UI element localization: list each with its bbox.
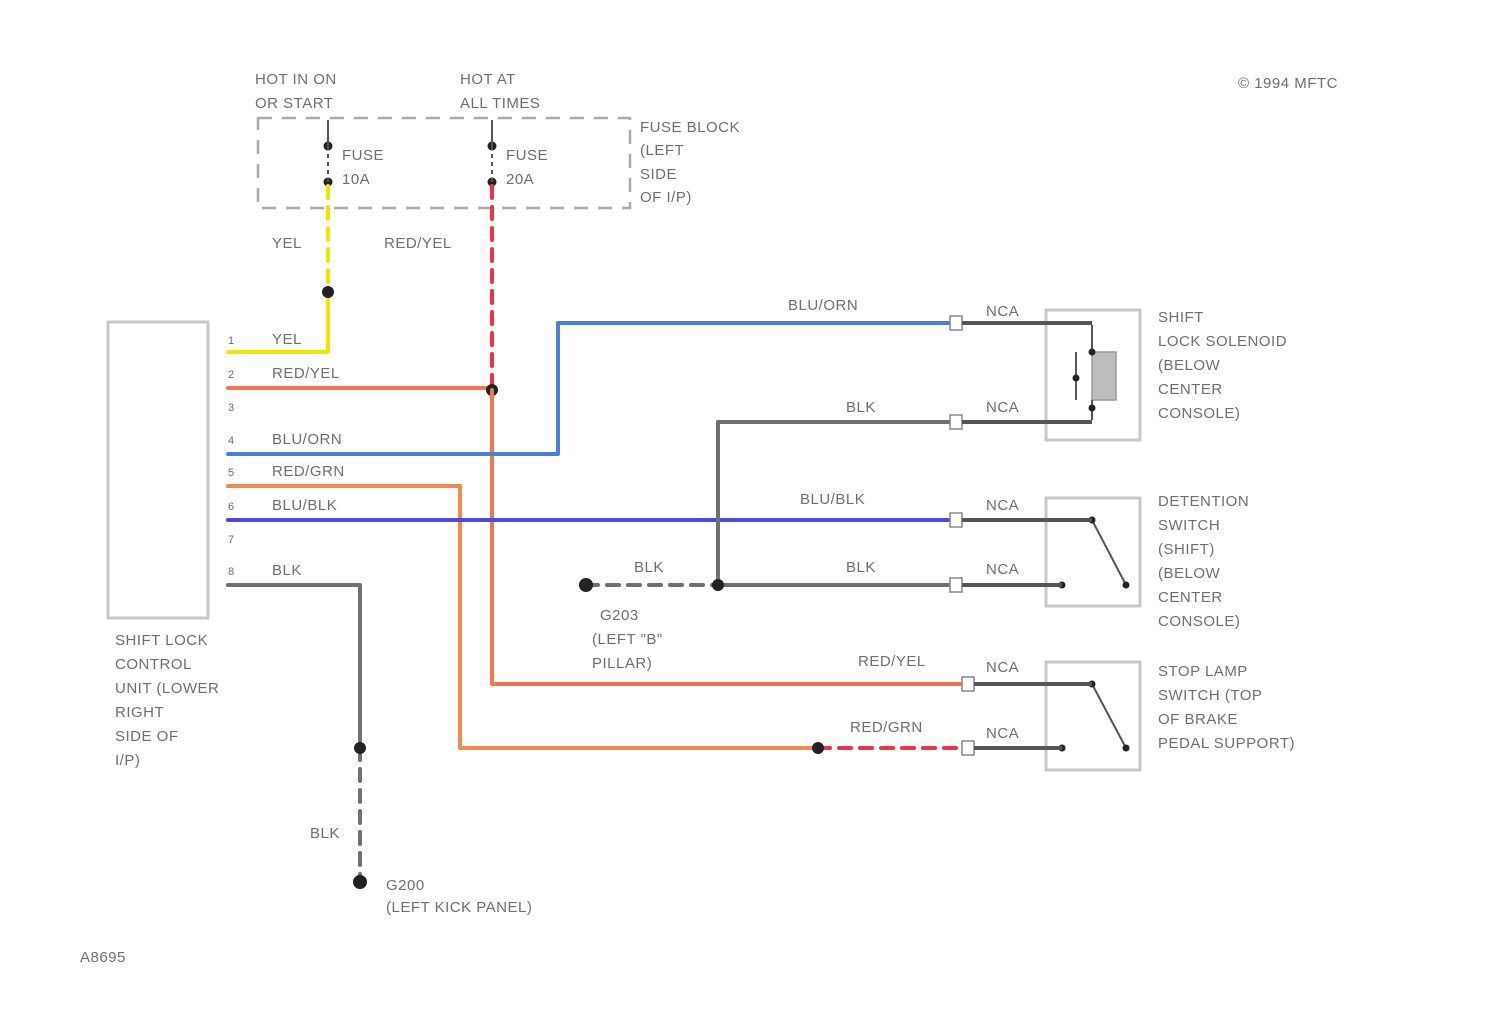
fuse-10a: FUSE 10A xyxy=(324,120,385,188)
svg-text:STOP LAMP: STOP LAMP xyxy=(1158,663,1248,680)
fuse-block-outline xyxy=(258,118,630,208)
ground-g200-symbol xyxy=(353,875,367,889)
ground-g203-symbol xyxy=(579,578,593,592)
wire-red-yel-stop xyxy=(492,390,960,684)
svg-text:RIGHT: RIGHT xyxy=(115,704,164,721)
svg-text:NCA: NCA xyxy=(986,303,1019,320)
control-unit-pins: 1 2 3 4 5 6 7 8 xyxy=(228,335,235,578)
svg-text:LOCK SOLENOID: LOCK SOLENOID xyxy=(1158,333,1287,350)
wire-label-blu-blk: BLU/BLK xyxy=(800,491,865,508)
svg-text:G200: G200 xyxy=(386,877,425,894)
svg-text:SHIFT: SHIFT xyxy=(1158,309,1204,326)
svg-text:FUSE: FUSE xyxy=(506,147,548,164)
wire-label-yel-top: YEL xyxy=(272,235,302,252)
svg-text:NCA: NCA xyxy=(986,399,1019,416)
splice-yel xyxy=(322,286,334,298)
svg-text:(LEFT "B": (LEFT "B" xyxy=(592,631,663,648)
svg-text:NCA: NCA xyxy=(986,497,1019,514)
svg-text:(LEFT KICK PANEL): (LEFT KICK PANEL) xyxy=(386,899,532,916)
svg-text:FUSE BLOCK: FUSE BLOCK xyxy=(640,119,740,136)
svg-text:10A: 10A xyxy=(342,171,370,188)
svg-text:SIDE: SIDE xyxy=(640,166,677,183)
wire-label-blk-g203: BLK xyxy=(634,559,664,576)
svg-text:SWITCH (TOP: SWITCH (TOP xyxy=(1158,687,1262,704)
stop-lamp-switch xyxy=(1046,662,1140,770)
svg-text:CONTROL: CONTROL xyxy=(115,656,192,673)
pin-1: 1 xyxy=(228,335,235,347)
svg-text:PILLAR): PILLAR) xyxy=(592,655,652,672)
svg-text:HOT AT: HOT AT xyxy=(460,71,516,88)
svg-text:ALL TIMES: ALL TIMES xyxy=(460,95,540,112)
splice-blk-ground xyxy=(354,742,366,754)
svg-text:CONSOLE): CONSOLE) xyxy=(1158,613,1240,630)
svg-text:G203: G203 xyxy=(600,607,639,624)
svg-text:RED/YEL: RED/YEL xyxy=(272,365,340,382)
wire-label-blk-ground: BLK xyxy=(310,825,340,842)
solenoid-label: SHIFT LOCK SOLENOID (BELOW CENTER CONSOL… xyxy=(1158,309,1287,422)
svg-text:RED/GRN: RED/GRN xyxy=(272,463,345,480)
svg-text:NCA: NCA xyxy=(986,659,1019,676)
svg-text:I/P): I/P) xyxy=(115,752,140,769)
svg-text:OF I/P): OF I/P) xyxy=(640,189,692,206)
pin-7: 7 xyxy=(228,534,235,546)
svg-text:(LEFT: (LEFT xyxy=(640,142,684,159)
svg-text:(SHIFT): (SHIFT) xyxy=(1158,541,1215,558)
splice-red-grn xyxy=(812,742,824,754)
power-label-run-start: HOT IN ON OR START xyxy=(255,71,337,112)
svg-text:CONSOLE): CONSOLE) xyxy=(1158,405,1240,422)
svg-text:(BELOW: (BELOW xyxy=(1158,565,1221,582)
fuse-20a: FUSE 20A xyxy=(488,120,549,188)
ground-g200-label: G200 (LEFT KICK PANEL) xyxy=(386,877,532,916)
wire-label-blu-orn: BLU/ORN xyxy=(788,297,858,314)
figure-id: A8695 xyxy=(80,949,126,966)
svg-text:NCA: NCA xyxy=(986,725,1019,742)
copyright-text: © 1994 MFTC xyxy=(1238,75,1338,92)
shift-lock-control-unit xyxy=(108,322,208,618)
detention-switch xyxy=(1046,498,1140,606)
svg-text:CENTER: CENTER xyxy=(1158,589,1223,606)
svg-text:20A: 20A xyxy=(506,171,534,188)
fuse-block-label: FUSE BLOCK (LEFT SIDE OF I/P) xyxy=(640,119,740,206)
svg-text:UNIT (LOWER: UNIT (LOWER xyxy=(115,680,219,697)
ground-g203-label: G203 (LEFT "B" PILLAR) xyxy=(592,607,663,672)
stop-lamp-label: STOP LAMP SWITCH (TOP OF BRAKE PEDAL SUP… xyxy=(1158,663,1295,752)
svg-text:HOT IN ON: HOT IN ON xyxy=(255,71,337,88)
pin-8: 8 xyxy=(228,566,235,578)
control-unit-label: SHIFT LOCK CONTROL UNIT (LOWER RIGHT SID… xyxy=(115,632,219,769)
svg-text:BLU/ORN: BLU/ORN xyxy=(272,431,342,448)
pin-3: 3 xyxy=(228,402,235,414)
splice-blk xyxy=(712,579,724,591)
svg-text:SWITCH: SWITCH xyxy=(1158,517,1220,534)
wire-label-red-yel-top: RED/YEL xyxy=(384,235,452,252)
svg-text:SIDE OF: SIDE OF xyxy=(115,728,179,745)
svg-text:NCA: NCA xyxy=(986,561,1019,578)
detention-label: DETENTION SWITCH (SHIFT) (BELOW CENTER C… xyxy=(1158,493,1249,630)
wire-label-red-yel-stop: RED/YEL xyxy=(858,653,926,670)
wire-label-blk-solenoid: BLK xyxy=(846,399,876,416)
pin-2: 2 xyxy=(228,369,235,381)
svg-text:SHIFT LOCK: SHIFT LOCK xyxy=(115,632,208,649)
svg-text:BLU/BLK: BLU/BLK xyxy=(272,497,337,514)
svg-text:OR START: OR START xyxy=(255,95,333,112)
pin-5: 5 xyxy=(228,467,235,479)
svg-text:YEL: YEL xyxy=(272,331,302,348)
svg-text:OF BRAKE: OF BRAKE xyxy=(1158,711,1238,728)
wire-label-red-grn: RED/GRN xyxy=(850,719,923,736)
svg-text:FUSE: FUSE xyxy=(342,147,384,164)
wire-red-grn xyxy=(228,486,818,748)
svg-text:DETENTION: DETENTION xyxy=(1158,493,1249,510)
svg-text:PEDAL SUPPORT): PEDAL SUPPORT) xyxy=(1158,735,1295,752)
wire-blk-ground xyxy=(228,585,360,748)
wire-label-blk-detent: BLK xyxy=(846,559,876,576)
pin-6: 6 xyxy=(228,501,235,513)
pin-4: 4 xyxy=(228,435,235,447)
svg-text:(BELOW: (BELOW xyxy=(1158,357,1221,374)
svg-text:BLK: BLK xyxy=(272,562,302,579)
svg-text:CENTER: CENTER xyxy=(1158,381,1223,398)
power-label-all-times: HOT AT ALL TIMES xyxy=(460,71,540,112)
